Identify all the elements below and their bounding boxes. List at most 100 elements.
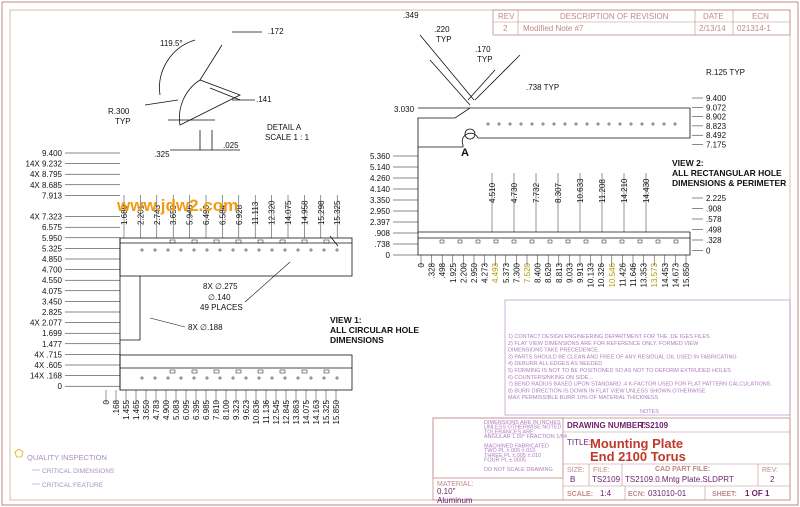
v1-hole-cross <box>309 376 313 380</box>
v1-left-dim: 4X 8.795 <box>30 170 63 179</box>
v1-rect-hole <box>279 239 286 244</box>
v2-hole-cross <box>618 122 622 126</box>
v2-rect-hole <box>547 239 553 244</box>
v1-hole-cross <box>244 376 248 380</box>
v1-bottom-dim: 14.163 <box>312 399 321 424</box>
v2-hole-cross <box>541 122 545 126</box>
v2-rect-hole <box>493 239 499 244</box>
v2-right-lower-dim: 2.225 <box>706 194 727 203</box>
v2-dim-170: .170 <box>475 45 491 54</box>
v2-rect-hole <box>583 239 589 244</box>
v1-hole-cross <box>153 248 157 252</box>
tolerance-line: THREE PL ±.005 ±.010 <box>484 453 541 459</box>
v2-rect-hole <box>565 239 571 244</box>
v1-hole-cross <box>257 248 261 252</box>
note-line: 8) BURR DIRECTION IS DOWN IN FLAT VIEW U… <box>508 388 706 394</box>
v1-left-dim: 4X .715 <box>34 350 62 359</box>
v1-bottom-dim: 14.075 <box>302 399 311 424</box>
v1-hole-cross <box>244 248 248 252</box>
v2-bottom-dim: 11.646 <box>629 262 638 286</box>
cad-file-value: TS2109.0.Mntg Plate.SLDPRT <box>625 475 734 484</box>
v2-bottom-dim: 10.133 <box>587 262 596 287</box>
v1-top-dim: 6.584 <box>218 204 227 225</box>
v2-right-dim: 9.400 <box>706 94 727 103</box>
v2-bottom-dim: 2.950 <box>470 262 479 283</box>
v2-hole-cross <box>574 122 578 126</box>
v1-top-dim: 3.650 <box>169 204 178 225</box>
v1-left-dim: 5.950 <box>42 234 63 243</box>
v1-hole-cross <box>322 376 326 380</box>
v1-rect-hole <box>235 369 242 374</box>
note-line: 6) COUNTERSINKING ON SIDE... <box>508 375 593 381</box>
watermark: www.jdw2.com <box>116 196 238 215</box>
v2-top-dim: 10.633 <box>576 178 585 203</box>
v2-rect-hole <box>673 239 679 244</box>
rev-ecn: 021314-1 <box>737 24 771 33</box>
inner-border <box>9 9 791 501</box>
v1-bottom-dim: 15.325 <box>322 399 331 424</box>
v1-top-dim: 2.201 <box>136 204 145 225</box>
v2-dim-738: .738 TYP <box>526 83 559 92</box>
v2-bottom-dim: 8.813 <box>555 262 564 283</box>
scale-label: SCALE: <box>567 491 593 498</box>
v1-left-dim: 0 <box>58 382 63 391</box>
v2-bottom-dim: 9.033 <box>565 262 574 283</box>
v2-top-dim: 4.730 <box>510 182 519 203</box>
v2-hole-cross <box>486 122 490 126</box>
detail-angle: 119.5° <box>160 39 183 48</box>
v1-rect-hole <box>169 369 176 374</box>
rev-number: 2 <box>503 24 508 33</box>
v2-bottom-dim: 9.913 <box>576 262 585 283</box>
v1-left-dim: 14X 9.232 <box>26 160 63 169</box>
v1-hole-cross <box>192 376 196 380</box>
cad-file-label: CAD PART FILE: <box>655 466 710 473</box>
v1-hole-cross <box>166 376 170 380</box>
v1-hole-cross <box>205 376 209 380</box>
v2-hole-cross <box>607 122 611 126</box>
v2-rect-hole <box>511 239 517 244</box>
view2-title: VIEW 2: <box>672 158 704 168</box>
view1-title-line2: ALL CIRCULAR HOLE <box>330 325 419 335</box>
v2-hole-cross <box>651 122 655 126</box>
v2-dim-349: .349 <box>403 11 419 20</box>
title-block: MATERIAL: 0.10" Aluminum DRAWING NUMBER:… <box>432 417 791 505</box>
v2-bottom-dim: 7.300 <box>512 262 521 283</box>
v2-left-dim: 3.350 <box>370 196 391 205</box>
v1-hole-cross <box>335 376 339 380</box>
tolerance-line: DO NOT SCALE DRAWING <box>484 467 553 473</box>
v2-rect-hole <box>655 239 661 244</box>
v2-bottom-dim: 10.546 <box>608 262 617 287</box>
v2-bottom-dim: .498 <box>438 262 447 278</box>
v1-bottom-dim: 4.900 <box>162 399 171 420</box>
v1-rect-hole <box>301 239 308 244</box>
v2-left-dim: .738 <box>374 240 390 249</box>
v1-rect-hole <box>169 239 176 244</box>
v2-hole-cross <box>530 122 534 126</box>
v1-left-dim: 4.550 <box>42 276 63 285</box>
v2-bottom-dim: .328 <box>428 262 437 278</box>
note-line: 3) PARTS SHOULD BE CLEAN AND FREE OF ANY… <box>508 354 737 360</box>
v2-right-dim: 8.823 <box>706 122 727 131</box>
v2-dim-220: .220 <box>434 25 450 34</box>
inspection-critical-dim: CRITICAL DIMENSIONS <box>42 468 115 475</box>
v1-rect-hole <box>213 369 220 374</box>
v2-bottom-dim: 7.520 <box>523 262 532 283</box>
v2-rect-hole <box>619 239 625 244</box>
v1-hole-cross <box>179 248 183 252</box>
v2-left-dim: 2.950 <box>370 207 391 216</box>
tolerance-line: DIMENSIONS ARE IN INCHES <box>484 420 561 426</box>
v2-bottom-dim: 13.353 <box>640 262 649 287</box>
note-line: MAX PERMISSIBLE BURR 10% OF MATERIAL THI… <box>508 395 659 401</box>
material-thickness: 0.10" <box>437 487 456 496</box>
v1-hole-cross <box>231 376 235 380</box>
drawing-number: TS2109 <box>640 421 669 430</box>
v2-bottom-dim: 11.426 <box>618 262 627 286</box>
v1-left-dim: 4.700 <box>42 266 63 275</box>
v2-rect-hole <box>637 239 643 244</box>
